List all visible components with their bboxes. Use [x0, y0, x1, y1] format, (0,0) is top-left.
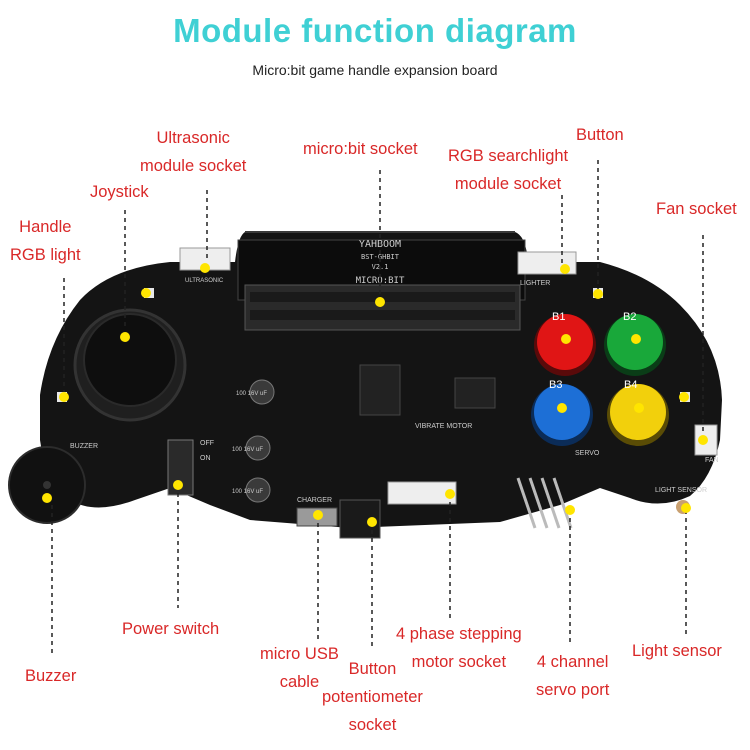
silk-cap3: 100 16V uF [232, 489, 263, 495]
dot-button-top [593, 289, 603, 299]
chip-1 [359, 364, 401, 416]
label-rgb-searchlight: RGB searchlight module socket [448, 147, 569, 193]
diagram-subtitle: Micro:bit game handle expansion board [252, 62, 498, 78]
label-servo-port: 4 channel servo port [536, 653, 610, 699]
button-b3-label: B3 [549, 379, 562, 391]
label-power-switch: Power switch [122, 620, 220, 638]
label-button-top: Button [576, 126, 624, 144]
board-model: BST-GHBIT [361, 253, 400, 261]
capacitor-3 [245, 477, 271, 503]
stepping-socket-shape [387, 481, 457, 505]
silk-vibrate-motor: VIBRATE MOTOR [415, 423, 472, 430]
joystick-knob [83, 313, 177, 407]
potentiometer-socket-shape [339, 499, 381, 539]
silk-fan: FAN [705, 457, 719, 464]
dot-handle-rgb-left [59, 392, 69, 402]
dot-stepping [445, 489, 455, 499]
silk-ultrasonic: ULTRASONIC [185, 278, 224, 284]
button-b2-label: B2 [623, 311, 636, 323]
dot-b2 [631, 334, 641, 344]
capacitor-2 [245, 435, 271, 461]
dot-button-pot [367, 517, 377, 527]
silk-buzzer: BUZZER [70, 443, 98, 450]
button-b4-label: B4 [624, 379, 637, 391]
silk-on: ON [200, 455, 211, 462]
silk-charger: CHARGER [297, 497, 332, 504]
dot-usb [313, 510, 323, 520]
dot-servo [565, 505, 575, 515]
microbit-socket [244, 284, 521, 331]
diagram-title: Module function diagram [173, 12, 577, 49]
dot-b1 [561, 334, 571, 344]
dot-light [681, 503, 691, 513]
label-fan-socket: Fan socket [656, 200, 737, 218]
dot-power [173, 480, 183, 490]
label-microbit-socket: micro:bit socket [303, 140, 418, 158]
dot-ultrasonic [200, 263, 210, 273]
label-light-sensor: Light sensor [632, 642, 722, 660]
marker-dots [42, 263, 708, 527]
label-handle-rgb: Handle RGB light [10, 218, 81, 264]
dot-b3 [557, 403, 567, 413]
label-joystick: Joystick [90, 183, 149, 201]
silk-cap2: 100 16V uF [232, 447, 263, 453]
dot-rgb-search [560, 264, 570, 274]
board-slot-text: MICRO:BIT [356, 276, 405, 286]
leader-lines [51, 160, 704, 655]
silk-cap1: 100 16V uF [236, 391, 267, 397]
label-stepping-motor: 4 phase stepping motor socket [396, 625, 522, 671]
dot-handle-rgb [141, 288, 151, 298]
label-micro-usb: micro USB cable [260, 645, 339, 691]
dot-microbit [375, 297, 385, 307]
dot-fan [698, 435, 708, 445]
silk-servo: SERVO [575, 450, 600, 457]
label-button-pot: Button potentiometer socket [322, 660, 423, 734]
silk-off: OFF [200, 440, 214, 447]
dot-b4 [634, 403, 644, 413]
button-b1-label: B1 [552, 311, 565, 323]
dot-joystick [120, 332, 130, 342]
capacitor-1 [249, 379, 275, 405]
silk-light-sensor: LIGHT SENSOR [655, 487, 707, 494]
label-buzzer: Buzzer [25, 667, 77, 685]
label-ultrasonic: Ultrasonic module socket [140, 129, 247, 175]
dot-fan-led [679, 392, 689, 402]
silk-lighter: LIGHTER [520, 280, 550, 287]
dot-buzzer [42, 493, 52, 503]
chip-2 [454, 377, 496, 409]
